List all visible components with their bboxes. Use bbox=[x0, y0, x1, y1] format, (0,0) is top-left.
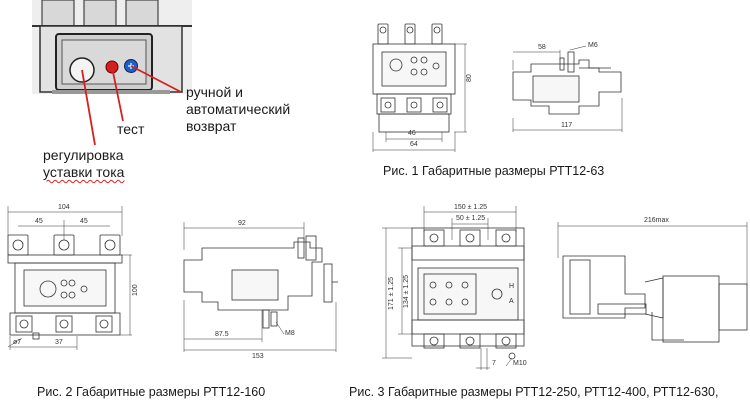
fig3-dim-height-outer: 171 ± 1.25 bbox=[388, 276, 395, 310]
fig2-dim-depth-top: 92 bbox=[238, 220, 246, 227]
test-label: тест bbox=[117, 121, 145, 137]
fig3-caption: Рис. 3 Габаритные размеры РТТ12-250, РТТ… bbox=[349, 385, 719, 399]
fig3-dim-width-outer: 150 ± 1.25 bbox=[454, 204, 488, 211]
fig2-dim-depth-mid: 87.5 bbox=[215, 331, 229, 338]
fig2-dim-pitch-b: 45 bbox=[80, 218, 88, 225]
fig2-caption: Рис. 2 Габаритные размеры РТТ12-160 bbox=[37, 385, 266, 399]
reset-label: ручной и автоматический возврат bbox=[186, 84, 291, 134]
fig2-front-view bbox=[7, 206, 132, 350]
fig3-dim-thread: M10 bbox=[513, 360, 527, 367]
fig1-side-view bbox=[512, 45, 623, 132]
fig2-dim-thread: M8 bbox=[285, 330, 295, 337]
fig1-dim-width-inner: 46 bbox=[408, 130, 416, 137]
fig1-dim-thread: M6 bbox=[588, 42, 598, 49]
fig3-dim-mode-h: H bbox=[509, 283, 515, 290]
fig1-dim-width-outer: 64 bbox=[410, 141, 418, 148]
fig3-dim-depth: 216max bbox=[644, 217, 669, 224]
fig2-dim-height: 100 bbox=[132, 284, 139, 296]
fig1-caption: Рис. 1 Габаритные размеры РТТ12-63 bbox=[383, 164, 605, 178]
relay-front-photo bbox=[32, 0, 192, 146]
fig2-dim-depth: 153 bbox=[252, 353, 264, 360]
fig3-dim-offset: 7 bbox=[492, 360, 496, 367]
adjust-label-line1: регулировка bbox=[43, 147, 124, 163]
fig3-dim-height-inner: 134 ± 1.25 bbox=[403, 274, 410, 308]
fig1-dim-height: 80 bbox=[466, 74, 473, 82]
fig2-dim-dia: ø7 bbox=[13, 339, 22, 346]
adjust-label-line2: уставки тока bbox=[43, 164, 125, 180]
fig2-dim-pitch-a: 45 bbox=[35, 218, 43, 225]
fig3-dim-width-inner: 50 ± 1.25 bbox=[456, 215, 486, 222]
fig1-dim-depth-top: 58 bbox=[538, 44, 546, 51]
fig3-front-view bbox=[382, 206, 525, 370]
fig1-front-view bbox=[372, 23, 467, 152]
fig2-dim-bottom: 37 bbox=[55, 339, 63, 346]
fig3-dim-mode-a: A bbox=[509, 298, 514, 305]
fig2-dim-width-total: 104 bbox=[58, 204, 70, 211]
fig1-dim-depth: 117 bbox=[561, 122, 573, 129]
fig2-side-view bbox=[183, 222, 338, 352]
fig3-side-view bbox=[557, 222, 748, 343]
